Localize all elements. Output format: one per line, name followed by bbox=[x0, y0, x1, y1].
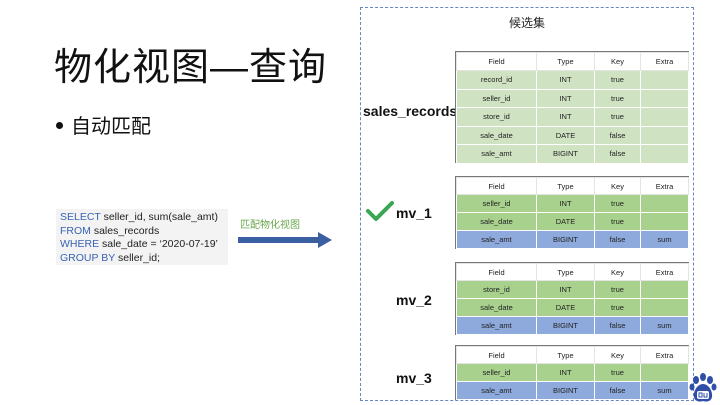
bullet-item: 自动匹配 bbox=[56, 110, 151, 139]
frame-mv-2 bbox=[455, 262, 689, 335]
candidate-set-frame bbox=[360, 7, 694, 401]
frame-mv-3 bbox=[455, 345, 689, 400]
candidate-set-title: 候选集 bbox=[508, 16, 545, 30]
frame-mv-1 bbox=[455, 176, 689, 249]
table-name-sales-records: sales_records bbox=[363, 103, 458, 119]
bullet-text: 自动匹配 bbox=[71, 116, 151, 138]
sql-line-1: SELECT seller_id, sum(sale_amt) bbox=[60, 211, 218, 223]
slide-title: 物化视图—查询 bbox=[54, 47, 328, 89]
sql-query-box: SELECT seller_id, sum(sale_amt) FROM sal… bbox=[56, 209, 228, 265]
sql-line-4: GROUP BY seller_id; bbox=[60, 251, 161, 264]
check-mark-icon bbox=[366, 201, 394, 221]
arrow-label: 匹配物化视图 bbox=[240, 220, 300, 231]
baidu-paw-icon bbox=[689, 373, 717, 402]
sql-line-3: WHERE sale_date = ‘2020-07-19’ bbox=[60, 238, 218, 250]
table-name-mv-2: mv_2 bbox=[396, 292, 432, 308]
bullet-dot-icon bbox=[56, 122, 63, 130]
table-name-mv-3: mv_3 bbox=[396, 370, 432, 386]
sql-line-2: FROM sales_records bbox=[60, 224, 160, 237]
right-arrow-icon bbox=[238, 232, 332, 248]
table-name-mv-1: mv_1 bbox=[396, 205, 432, 221]
